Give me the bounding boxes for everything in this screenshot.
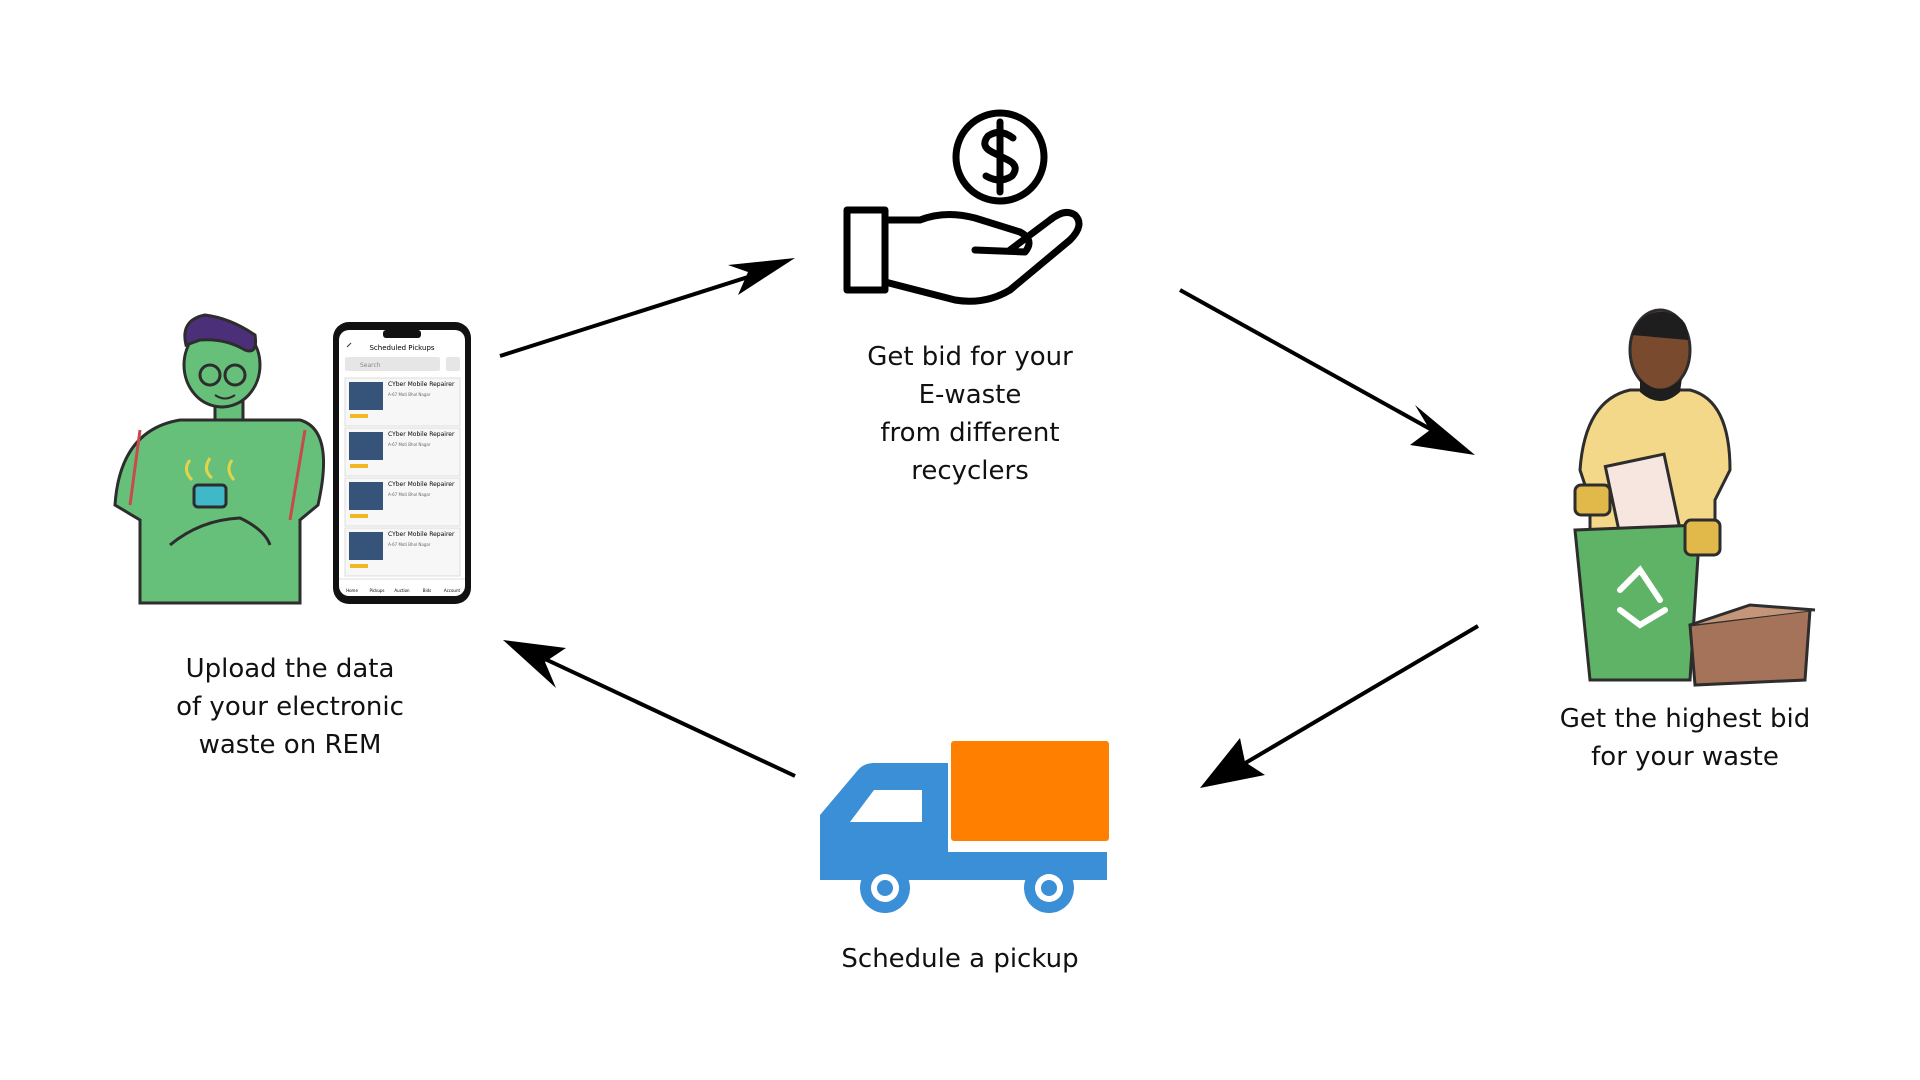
caption-line: E-waste xyxy=(918,380,1022,410)
listing-address: A-67 Moti Bhol Nagar xyxy=(388,392,431,397)
caption-line: Get the highest bid xyxy=(1559,704,1811,734)
nav-bids[interactable]: Bids xyxy=(423,588,431,593)
nav-account[interactable]: Account xyxy=(444,588,461,593)
caption-line: Schedule a pickup xyxy=(841,944,1079,974)
nav-home[interactable]: Home xyxy=(346,588,358,593)
arrow-pickup-to-upload xyxy=(503,640,796,778)
arrow-bid-to-highest xyxy=(1179,288,1475,455)
arrow-upload-to-bid xyxy=(499,258,795,358)
listing-name: CYber Mobile Repairer xyxy=(388,481,455,488)
caption-line: from different xyxy=(880,418,1060,448)
listing-name: CYber Mobile Repairer xyxy=(388,431,455,438)
caption-schedule-pickup: Schedule a pickup xyxy=(780,940,1140,978)
person-with-phone-icon xyxy=(113,313,325,605)
phone-header: Scheduled Pickups xyxy=(369,344,434,352)
caption-line: Upload the data xyxy=(185,654,395,684)
caption-line: of your electronic xyxy=(176,692,404,722)
listing-address: A-67 Moti Bhol Nagar xyxy=(388,492,431,497)
nav-pickups[interactable]: Pickups xyxy=(370,588,385,593)
caption-line: for your waste xyxy=(1591,742,1779,772)
arrow-highest-to-pickup xyxy=(1200,624,1480,788)
recycling-person-icon xyxy=(1573,308,1816,687)
listing-address: A-67 Moti Bhol Nagar xyxy=(388,442,431,447)
nav-auction[interactable]: Auction xyxy=(394,588,410,593)
caption-upload-data: Upload the data of your electronic waste… xyxy=(110,650,470,764)
caption-highest-bid: Get the highest bid for your waste xyxy=(1505,700,1865,776)
hand-coin-icon xyxy=(843,109,1083,305)
caption-get-bid: Get bid for your E-waste from different … xyxy=(790,338,1150,490)
listing-name: CYber Mobile Repairer xyxy=(388,531,455,538)
caption-line: Get bid for your xyxy=(867,342,1073,372)
caption-line: recyclers xyxy=(911,456,1029,486)
caption-line: waste on REM xyxy=(198,730,382,760)
listing-address: A-67 Moti Bhol Nagar xyxy=(388,542,431,547)
listing-name: CYber Mobile Repairer xyxy=(388,381,455,388)
phone-mockup xyxy=(333,322,471,604)
delivery-truck-icon xyxy=(820,741,1109,913)
phone-search-input[interactable]: Search xyxy=(360,362,381,369)
